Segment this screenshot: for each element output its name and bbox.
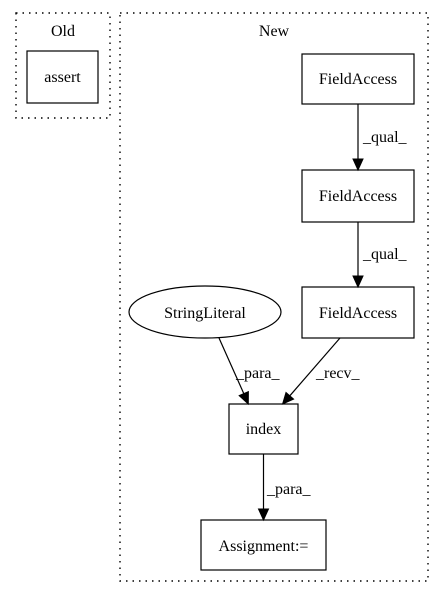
- node-string-literal-label: StringLiteral: [164, 305, 246, 322]
- node-field-access-1-label: FieldAccess: [319, 71, 397, 88]
- edge-index-to-assignment-label: _para_: [266, 481, 312, 498]
- edge-string-literal-to-index-arrowhead: [238, 390, 249, 406]
- cluster-new-border: [119, 12, 429, 582]
- edge-fa3-to-index-label: _recv_: [315, 365, 361, 382]
- cluster-new: New: [119, 12, 429, 582]
- cluster-old-label: Old: [51, 23, 75, 40]
- edge-fa1-to-fa2-arrowhead: [352, 158, 364, 172]
- node-assert: assert: [26, 50, 99, 104]
- node-field-access-1-box: [301, 53, 415, 105]
- edge-fa3-to-index-line: [289, 337, 341, 397]
- edge-fa1-to-fa2-label: _qual_: [362, 129, 408, 146]
- edge-fa1-to-fa2: _qual_: [352, 104, 408, 172]
- node-field-access-2-label: FieldAccess: [319, 188, 397, 205]
- node-assert-box: [26, 50, 99, 104]
- node-field-access-3-label: FieldAccess: [319, 305, 397, 322]
- node-field-access-3-box: [301, 286, 415, 339]
- node-index-label: index: [246, 421, 282, 438]
- edge-fa3-to-index: _recv_: [281, 337, 361, 405]
- edge-string-literal-to-index-line: [218, 337, 245, 394]
- node-index: index: [228, 403, 299, 455]
- edge-index-to-assignment-arrowhead: [257, 508, 270, 522]
- edge-string-literal-to-index-label: _para_: [235, 365, 281, 382]
- node-field-access-2-box: [301, 169, 415, 223]
- edge-fa2-to-fa3-arrowhead: [352, 275, 364, 289]
- cluster-old: Old: [15, 12, 111, 119]
- node-string-literal-ellipse: [128, 285, 282, 339]
- edge-index-to-assignment: _para_: [257, 454, 312, 522]
- node-field-access-3: FieldAccess: [301, 286, 415, 339]
- node-assignment-label: Assignment:=: [219, 538, 309, 555]
- cluster-new-label: New: [259, 23, 290, 40]
- cluster-old-border: [15, 12, 111, 119]
- edge-string-literal-to-index: _para_: [218, 337, 281, 406]
- edge-fa2-to-fa3-label: _qual_: [362, 246, 408, 263]
- edge-fa2-to-fa3: _qual_: [352, 222, 408, 289]
- node-assignment-box: [200, 519, 327, 571]
- node-string-literal: StringLiteral: [128, 285, 282, 339]
- node-assignment: Assignment:=: [200, 519, 327, 571]
- node-field-access-1: FieldAccess: [301, 53, 415, 105]
- edge-fa3-to-index-arrowhead: [281, 391, 295, 405]
- node-field-access-2: FieldAccess: [301, 169, 415, 223]
- node-assert-label: assert: [44, 69, 81, 86]
